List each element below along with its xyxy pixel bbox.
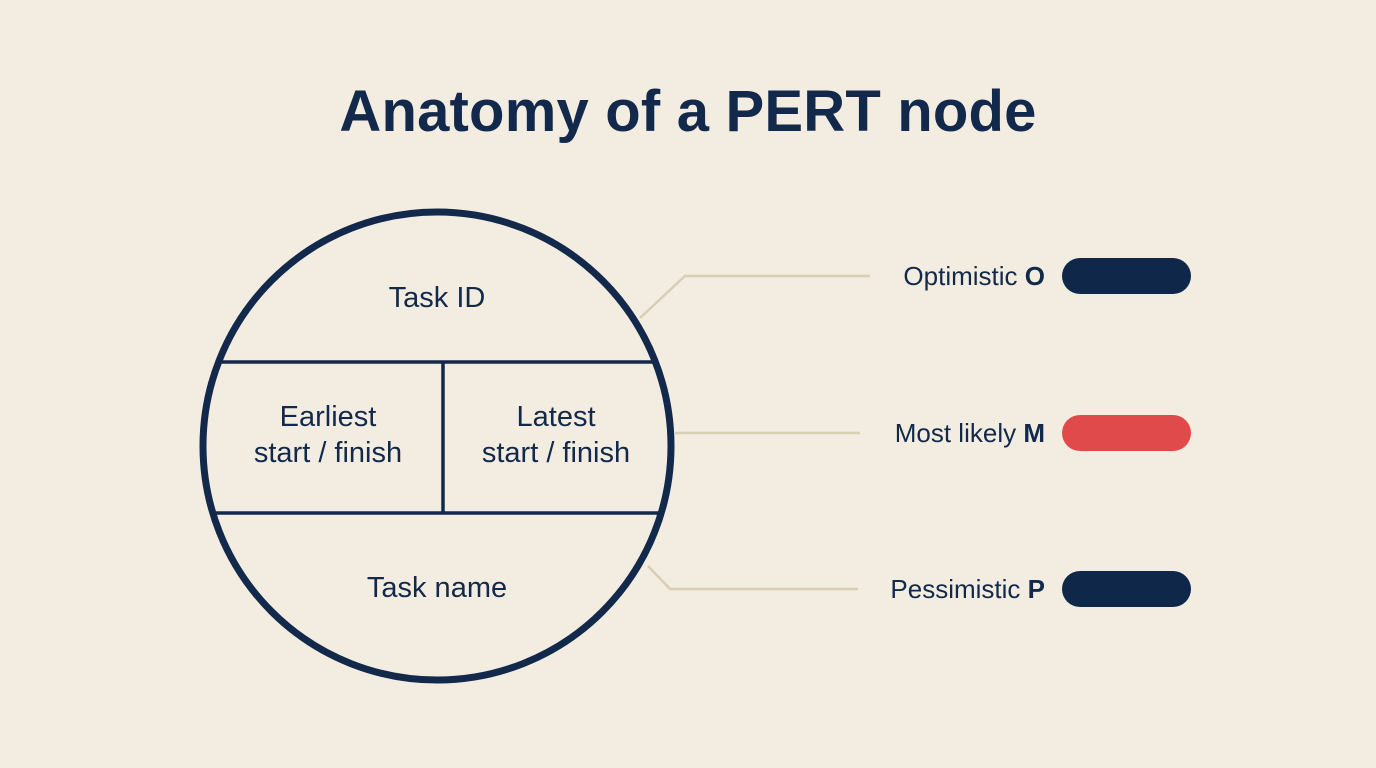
estimate-optimistic-bar [1062, 258, 1191, 294]
estimate-optimistic-label: Optimistic O [903, 261, 1045, 291]
leader-line-optimistic [639, 274, 870, 319]
pert-node-circle [199, 208, 675, 684]
estimate-most-likely-label: Most likely M [895, 418, 1045, 448]
leader-line-pessimistic [647, 565, 858, 591]
node-latest-line1: Latest [517, 401, 596, 433]
estimate-optimistic-letter: O [1025, 261, 1045, 291]
estimate-most-likely-letter: M [1023, 418, 1045, 448]
node-earliest-line2: start / finish [254, 437, 402, 469]
node-task-id: Task ID [389, 282, 486, 314]
estimate-most-likely-text: Most likely [895, 418, 1016, 448]
estimate-pessimistic-bar [1062, 571, 1191, 607]
estimate-pessimistic-label: Pessimistic P [890, 574, 1045, 604]
estimate-pessimistic-letter: P [1028, 574, 1045, 604]
estimate-optimistic-text: Optimistic [903, 261, 1017, 291]
node-latest-line2: start / finish [482, 437, 630, 469]
estimate-most-likely-bar [1062, 415, 1191, 451]
node-earliest-line1: Earliest [280, 401, 377, 433]
page-title: Anatomy of a PERT node [339, 79, 1037, 144]
estimate-pessimistic-text: Pessimistic [890, 574, 1020, 604]
node-task-name: Task name [367, 572, 507, 604]
